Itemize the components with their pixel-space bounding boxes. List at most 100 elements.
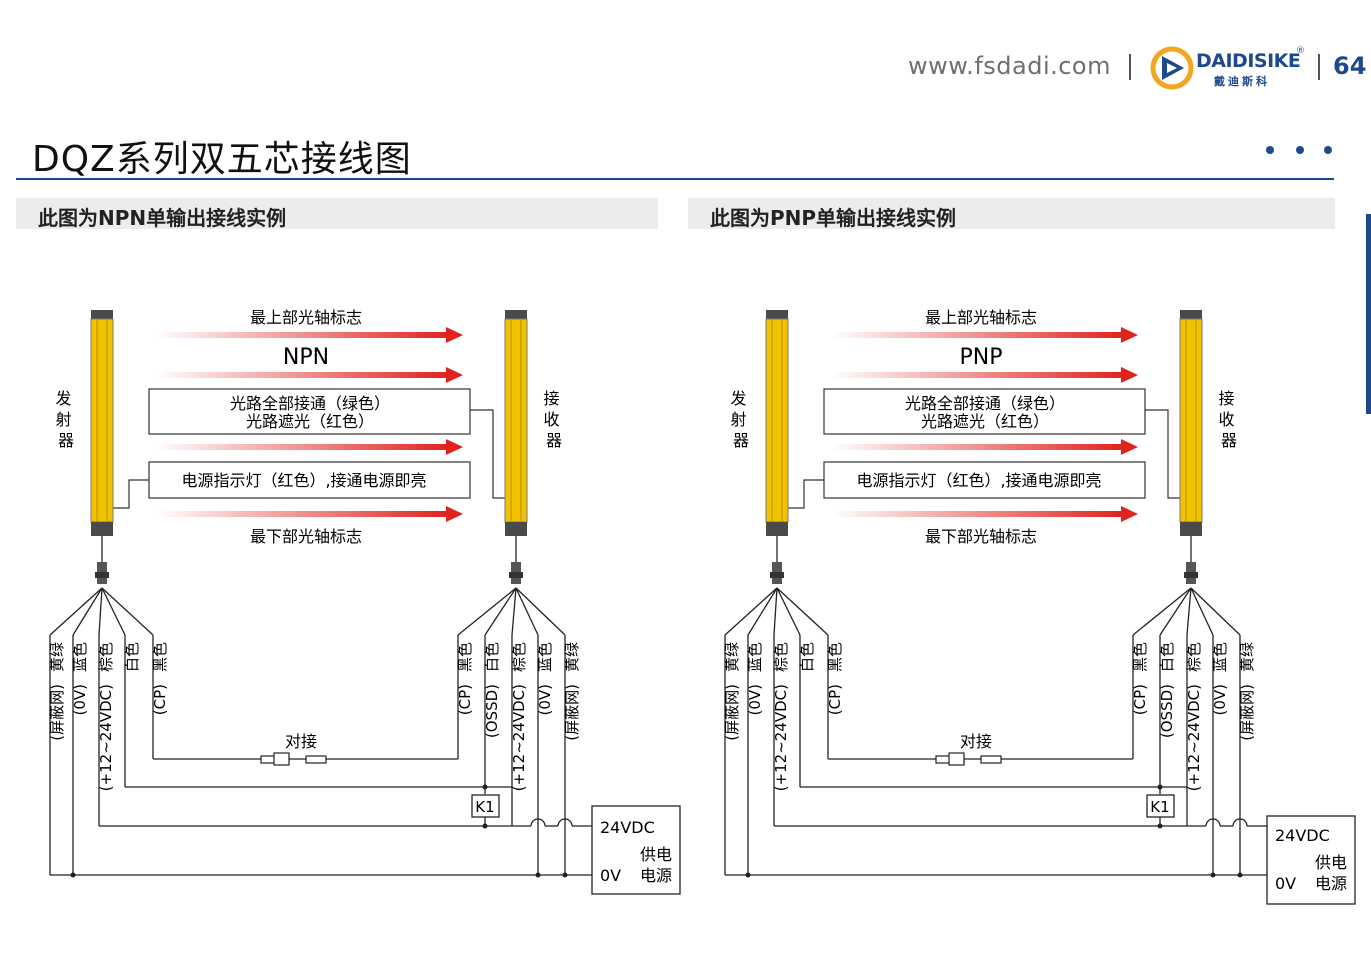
daidisike-logo: DAIDISIKE ® 戴迪斯科 xyxy=(1150,46,1310,90)
wire-color-label: 黄绿 xyxy=(1238,642,1256,672)
beam-arrow xyxy=(156,327,463,343)
receiver-char-3: 器 xyxy=(546,431,562,450)
wire-function-label: (0V) xyxy=(1211,684,1229,716)
wire-function-label: (屏蔽网) xyxy=(48,684,66,741)
wire-color-label: 棕色 xyxy=(510,642,528,672)
receiver-char-2: 收 xyxy=(1218,410,1234,429)
wire-function-label: (屏蔽网) xyxy=(723,684,741,741)
power-indicator-box xyxy=(823,461,1146,499)
emitter-wires xyxy=(49,587,154,875)
leader-line xyxy=(113,479,149,509)
wire-junctions xyxy=(745,784,1243,878)
wiring-lines xyxy=(725,758,1267,876)
wire-function-label: (OSSD) xyxy=(483,684,501,738)
wire-function-label: (0V) xyxy=(71,684,89,716)
emitter-wires xyxy=(724,587,829,875)
wire-function-label: (0V) xyxy=(536,684,554,716)
wire-color-label: 棕色 xyxy=(1185,642,1203,672)
output-type-label: PNP xyxy=(960,345,1003,370)
wire-color-label: 黄绿 xyxy=(48,642,66,672)
emitter-label: 发 射 器 xyxy=(55,389,76,450)
pnp-section-heading: 此图为PNP单输出接线实例 xyxy=(688,198,1335,230)
receiver-char-1: 接 xyxy=(543,389,559,408)
beam-arrow xyxy=(831,367,1138,383)
logo-chinese-name: 戴迪斯科 xyxy=(1214,75,1270,88)
wire-color-label: 黑色 xyxy=(151,642,169,672)
wire-color-label: 棕色 xyxy=(97,642,115,672)
beam-arrow xyxy=(831,506,1138,522)
all-clear-label: 光路全部接通（绿色） xyxy=(230,394,390,413)
wiring-lines xyxy=(50,758,592,876)
emitter-label: 发 射 器 xyxy=(730,389,751,450)
emitter-char-1: 发 xyxy=(730,389,746,408)
emitter-bar xyxy=(90,310,114,584)
bottom-beam-label: 最下部光轴标志 xyxy=(925,527,1037,546)
wire-color-label: 黄绿 xyxy=(723,642,741,672)
logo-wordmark: DAIDISIKE xyxy=(1196,50,1301,72)
receiver-wires xyxy=(457,587,566,875)
wire-color-label: 黑色 xyxy=(826,642,844,672)
wire-function-label: (CP) xyxy=(826,684,844,715)
output-type-label: NPN xyxy=(283,345,329,370)
power-supply-box xyxy=(1266,815,1356,905)
page-edge-tab xyxy=(1366,214,1371,414)
blocked-label: 光路遮光（红色） xyxy=(246,412,374,431)
leader-line xyxy=(788,479,824,509)
daidisike-logo-icon xyxy=(1150,46,1194,90)
beam-arrow xyxy=(831,327,1138,343)
wire-color-label: 黄绿 xyxy=(563,642,581,672)
npn-section-heading: 此图为NPN单输出接线实例 xyxy=(16,198,658,230)
power-supply-label-2: 电源 xyxy=(1315,874,1347,893)
beam-arrow xyxy=(156,439,463,455)
power-supply-voltage: 24VDC xyxy=(600,818,655,837)
wire-function-label: (屏蔽网) xyxy=(563,684,581,741)
power-supply-zero: 0V xyxy=(1275,874,1296,893)
emitter-bar xyxy=(765,310,789,584)
emitter-char-2: 射 xyxy=(730,410,746,429)
relay-k1 xyxy=(1146,794,1175,818)
wire-function-label: (CP) xyxy=(456,684,474,715)
receiver-char-1: 接 xyxy=(1218,389,1234,408)
power-supply-label-2: 电源 xyxy=(640,866,672,885)
title-underline xyxy=(16,178,1334,180)
beam-arrow xyxy=(156,506,463,522)
top-beam-label: 最上部光轴标志 xyxy=(250,308,362,327)
all-clear-label: 光路全部接通（绿色） xyxy=(905,394,1065,413)
leader-line xyxy=(1145,409,1180,499)
wire-color-label: 棕色 xyxy=(772,642,790,672)
receiver-label: 接 收 器 xyxy=(1218,389,1239,450)
wire-color-label: 白色 xyxy=(1158,642,1176,672)
wire-function-label: (CP) xyxy=(151,684,169,715)
wire-function-label: (+12~24VDC) xyxy=(97,684,115,791)
wire-color-label: 黑色 xyxy=(456,642,474,672)
emitter-char-2: 射 xyxy=(55,410,71,429)
blocked-label: 光路遮光（红色） xyxy=(921,412,1049,431)
power-supply-label-1: 供电 xyxy=(1315,853,1347,872)
wire-function-label: (+12~24VDC) xyxy=(1185,684,1203,791)
bottom-beam-label: 最下部光轴标志 xyxy=(250,527,362,546)
power-indicator-box xyxy=(148,461,471,499)
relay-label: K1 xyxy=(1150,798,1169,816)
indicator-box xyxy=(148,388,471,435)
power-indicator-label: 电源指示灯（红色）,接通电源即亮 xyxy=(856,471,1101,490)
connector-plug xyxy=(260,752,327,766)
emitter-char-3: 器 xyxy=(733,431,749,450)
power-supply-zero: 0V xyxy=(600,866,621,885)
wire-function-label: (CP) xyxy=(1131,684,1149,715)
wire-color-label: 蓝色 xyxy=(1211,642,1229,672)
receiver-char-2: 收 xyxy=(543,410,559,429)
power-supply-box xyxy=(591,805,681,895)
beam-arrow xyxy=(831,439,1138,455)
top-beam-label: 最上部光轴标志 xyxy=(925,308,1037,327)
power-supply-label-1: 供电 xyxy=(640,845,672,864)
page-number: 64 xyxy=(1333,52,1367,80)
receiver-bar xyxy=(504,310,528,584)
website-url[interactable]: www.fsdadi.com xyxy=(908,52,1111,80)
wire-function-label: (OSSD) xyxy=(1158,684,1176,738)
indicator-box xyxy=(823,388,1146,435)
header-divider xyxy=(1318,54,1320,80)
logo-registered-mark: ® xyxy=(1296,46,1305,56)
wire-color-label: 白色 xyxy=(798,642,816,672)
npn-heading-text: 此图为NPN单输出接线实例 xyxy=(38,206,287,230)
pnp-heading-text: 此图为PNP单输出接线实例 xyxy=(710,206,957,230)
